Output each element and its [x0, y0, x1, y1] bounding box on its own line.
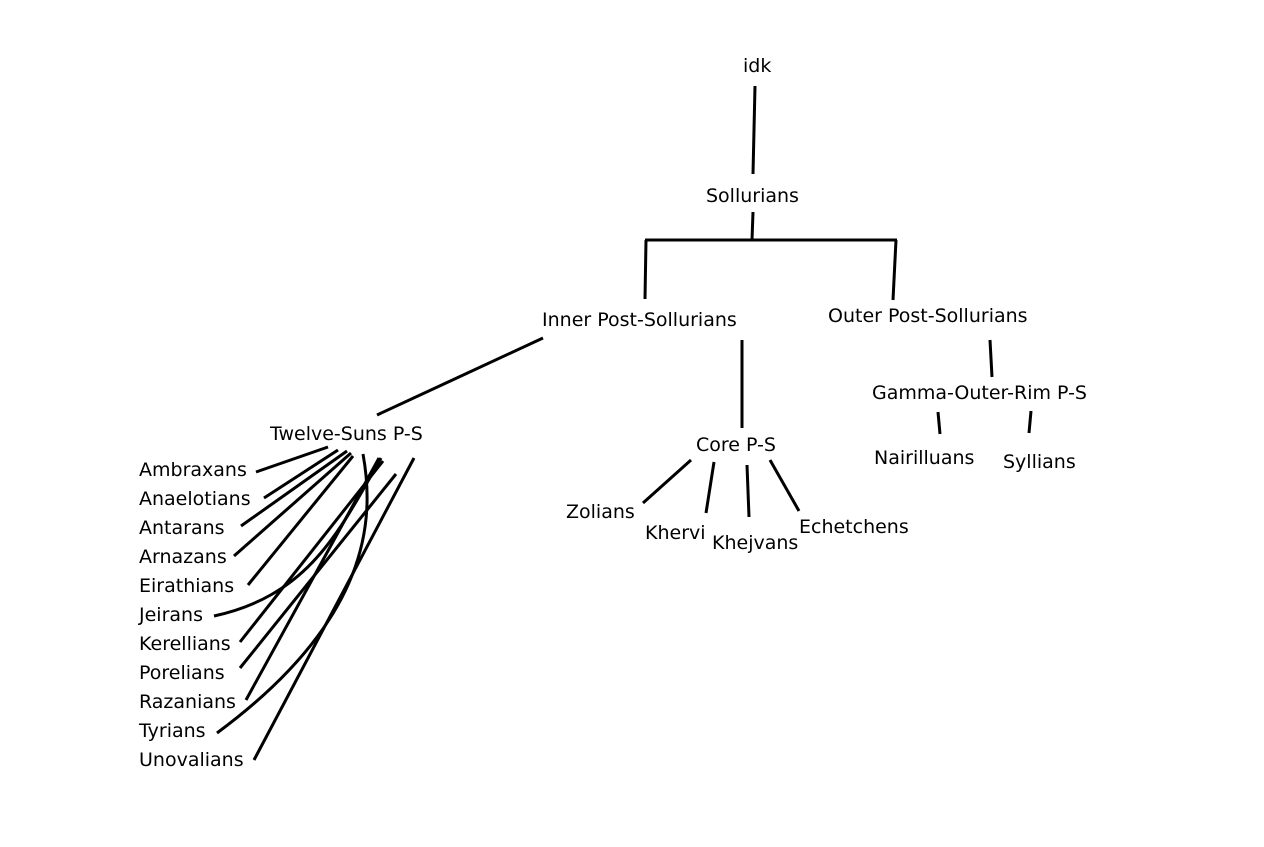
node-porelians: Porelians	[139, 662, 225, 684]
edge-twelve-jeirans	[213, 457, 383, 618]
edge-twelve-unovalians	[252, 457, 416, 761]
node-unovalians: Unovalians	[139, 749, 244, 771]
node-gamma-outer-rim: Gamma-Outer-Rim P-S	[872, 382, 1087, 404]
edge-twelve-eirathians	[246, 455, 355, 586]
edge-sollurians-bracket-stem	[750, 211, 755, 241]
node-tyrians: Tyrians	[139, 720, 206, 742]
edge-twelve-ambraxans	[255, 445, 329, 474]
edge-inner-twelve-suns	[376, 336, 544, 417]
edge-bracket-to-inner	[643, 239, 648, 300]
node-outer-post-sollurians: Outer Post-Sollurians	[828, 305, 1028, 327]
node-jeirans: Jeirans	[139, 604, 203, 626]
node-sollurians: Sollurians	[706, 185, 799, 207]
edge-core-echetchens	[768, 459, 801, 512]
node-khejvans: Khejvans	[712, 532, 799, 554]
edge-idk-sollurians	[751, 85, 757, 175]
node-razanians: Razanians	[139, 691, 236, 713]
node-eirathians: Eirathians	[139, 575, 235, 597]
node-inner-post-sollurians: Inner Post-Sollurians	[542, 309, 737, 331]
edge-gamma-syllians	[1027, 410, 1033, 434]
node-khervi: Khervi	[645, 522, 706, 544]
node-zolians: Zolians	[566, 501, 635, 523]
edge-bracket-to-outer	[891, 239, 898, 301]
edge-core-khervi	[704, 461, 716, 514]
edge-twelve-antarans	[240, 449, 348, 528]
edge-outer-gamma	[988, 339, 994, 378]
edge-gamma-nairilluans	[936, 411, 942, 435]
edge-core-khejvans	[745, 464, 751, 518]
node-core: Core P-S	[696, 434, 776, 456]
node-echetchens: Echetchens	[799, 516, 909, 538]
node-arnazans: Arnazans	[139, 546, 227, 568]
node-kerellians: Kerellians	[139, 633, 231, 655]
node-ambraxans: Ambraxans	[139, 459, 247, 481]
node-syllians: Syllians	[1003, 451, 1076, 473]
node-root: idk	[743, 55, 772, 77]
edge-core-zolians	[641, 458, 693, 505]
node-twelve-suns: Twelve-Suns P-S	[270, 423, 423, 445]
node-antarans: Antarans	[139, 517, 225, 539]
node-nairilluans: Nairilluans	[874, 447, 975, 469]
edge-twelve-anaelotians	[263, 448, 339, 500]
node-anaelotians: Anaelotians	[139, 488, 251, 510]
edge-twelve-arnazans	[233, 451, 352, 558]
edge-twelve-razanians	[244, 457, 381, 701]
